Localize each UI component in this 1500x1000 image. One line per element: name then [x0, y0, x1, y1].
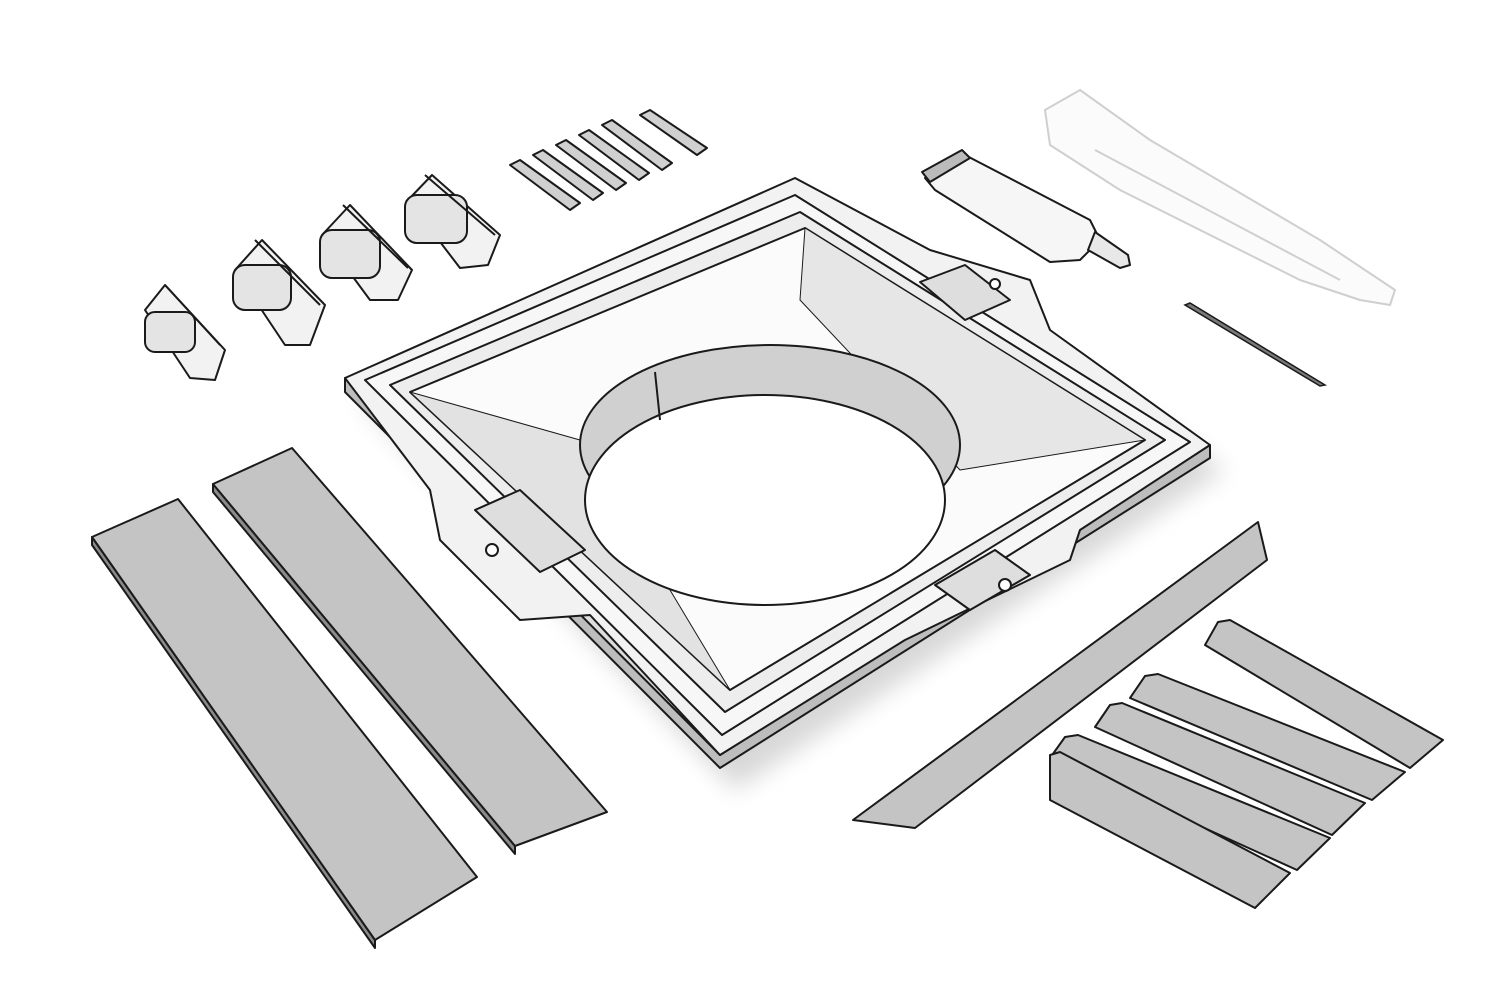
- clip: [404, 174, 501, 269]
- short-strip: [1094, 702, 1366, 836]
- mount-pocket: [934, 549, 1031, 611]
- clips: [144, 174, 501, 381]
- tube-crimp: [921, 149, 971, 183]
- tube-nozzle: [1087, 231, 1131, 269]
- clip: [144, 284, 226, 381]
- rod: [601, 119, 673, 171]
- screw-hole: [998, 578, 1012, 592]
- long-strip: [212, 447, 608, 847]
- short-strip: [1049, 751, 1291, 909]
- short-strip: [1129, 673, 1406, 801]
- left-strips: [91, 447, 608, 949]
- tube-body: [924, 154, 1101, 263]
- clip: [232, 239, 326, 346]
- rod: [532, 149, 604, 201]
- clip: [319, 204, 413, 301]
- funnel-wall: [799, 227, 1146, 471]
- rod: [555, 139, 627, 191]
- long-strip: [91, 498, 478, 941]
- ring-slot: [654, 371, 661, 421]
- stylus: [1183, 302, 1328, 387]
- rod: [509, 159, 581, 211]
- screw-hole: [485, 543, 499, 557]
- rod: [578, 129, 650, 181]
- funnel-hole: [584, 394, 946, 606]
- adapter-frame: [344, 177, 1211, 769]
- glue-tube: [921, 149, 1131, 269]
- small-rods: [509, 109, 708, 211]
- mount-pocket: [474, 489, 586, 573]
- screw-hole: [989, 278, 1001, 290]
- angled-strip: [852, 521, 1268, 829]
- utility-knife: [1044, 89, 1396, 306]
- right-long-strip: [852, 521, 1268, 829]
- mount-pocket: [919, 264, 1011, 321]
- rod: [639, 109, 708, 156]
- short-strip: [1204, 619, 1444, 769]
- short-strips: [1049, 619, 1444, 909]
